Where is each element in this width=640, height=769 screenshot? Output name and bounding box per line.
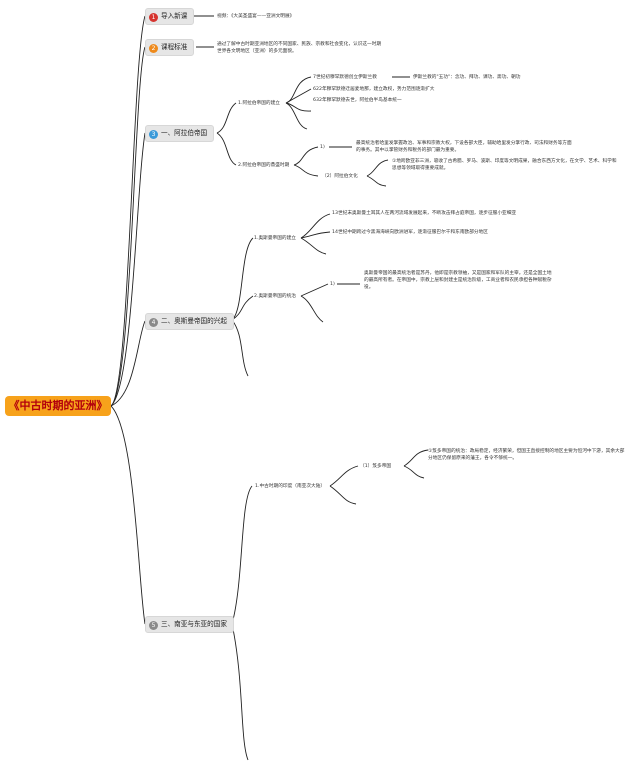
ottoman-item: 13世纪末奥斯曼土耳其人在两河流域发展起来，不断攻击拜占庭帝国，逐步征服小亚细亚 bbox=[332, 211, 517, 216]
ottoman-branch-founding[interactable]: 1.奥斯曼帝国的建立 bbox=[254, 236, 296, 241]
gupta-empire-text: ①笈多帝国的统治：政局稳定，经济繁荣，但国王直接控制的地区主要为恒河中下游，其余… bbox=[428, 449, 625, 461]
number-badge: 4 bbox=[149, 318, 158, 327]
asia-branch-india[interactable]: 1.中古时期的印度（南亚次大陆） bbox=[255, 484, 326, 489]
arab-item: 632年穆罕默德去世，阿拉伯半岛基本统一 bbox=[313, 98, 402, 103]
number-badge: 5 bbox=[149, 621, 158, 630]
topic-label: 导入新课 bbox=[161, 12, 188, 20]
islam-five-pillars: 伊斯兰教的"五功"：念功、拜功、课功、斋功、朝功 bbox=[413, 75, 521, 80]
arab-branch-founding[interactable]: 1.阿拉伯帝国的建立 bbox=[238, 101, 280, 106]
gupta-empire[interactable]: （1）笈多帝国 bbox=[360, 464, 392, 469]
arab-culture-text: ①地跨欧亚非三洲，吸收了古希腊、罗马、波斯、印度等文明成果，融合东西方文化，在文… bbox=[392, 159, 617, 171]
topic-label: 课程标准 bbox=[161, 43, 188, 51]
intro-text: 视频：《大美圣盛宴——亚洲文明展》 bbox=[217, 14, 295, 19]
number-badge: 2 bbox=[149, 44, 158, 53]
standard-text-line1: 通过了解中古时期亚洲地区的不同国家、民族、宗教和社会变化，认识这一时期 bbox=[217, 42, 382, 47]
ottoman-branch-rule[interactable]: 2.奥斯曼帝国的统治 bbox=[254, 294, 296, 299]
standard-text-line2: 世界各文明地区（亚洲）的多元面貌。 bbox=[217, 49, 297, 54]
arab-branch-peak[interactable]: 2.阿拉伯帝国的鼎盛时期 bbox=[238, 163, 290, 168]
ottoman-item: 14世纪中期跨过今黑海海峡向欧洲进军，逐渐征服巴尔干和东南欧部分地区 bbox=[332, 230, 488, 235]
topic-label: 一、阿拉伯帝国 bbox=[161, 129, 208, 137]
number-badge: 3 bbox=[149, 130, 158, 139]
ottoman-rule-text: 奥斯曼帝国的最高统治者是苏丹，他即是宗教领袖，又是国家和军队的主宰。还是全国土地… bbox=[364, 271, 552, 290]
arab-item: 622年穆罕默德迁居麦地那，建立政权，势力范围逐渐扩大 bbox=[313, 87, 435, 92]
topic-label: 三、南亚与东亚的国家 bbox=[161, 620, 227, 628]
arab-sub-1: 1) bbox=[320, 145, 325, 150]
arab-item: 7世纪初穆罕默德创立伊斯兰教 bbox=[313, 75, 377, 80]
number-badge: 1 bbox=[149, 13, 158, 22]
ottoman-sub-1: 1) bbox=[330, 282, 335, 287]
arab-culture[interactable]: （2）阿拉伯文化 bbox=[322, 174, 358, 179]
central-topic[interactable]: 《中古时期的亚洲》 bbox=[5, 396, 111, 416]
arab-caliph-text: 最高统治者哈里发掌握政治、军事和宗教大权，下设各部大臣，辅助哈里发分掌行政、司法… bbox=[356, 141, 572, 153]
topic-label: 二、奥斯曼帝国的兴起 bbox=[161, 317, 227, 325]
